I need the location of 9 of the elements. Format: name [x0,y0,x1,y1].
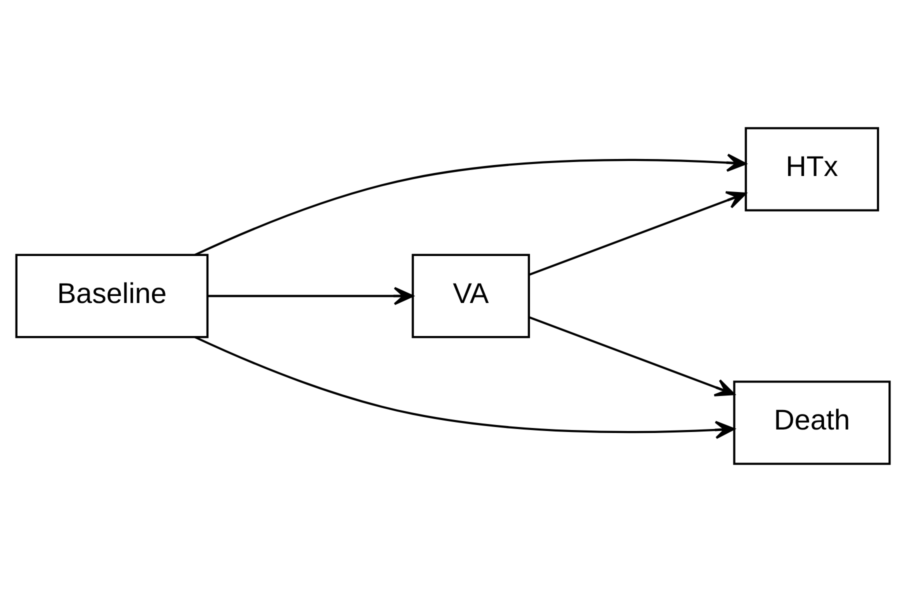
node-box: Death [733,380,891,465]
arrow [528,191,746,276]
arrow [208,286,414,306]
arrow [194,336,735,439]
arrow [528,316,735,396]
node-box: HTx [744,127,880,212]
arrow [194,154,746,256]
node-box: VA [412,254,530,338]
node-box: Baseline [15,254,209,338]
